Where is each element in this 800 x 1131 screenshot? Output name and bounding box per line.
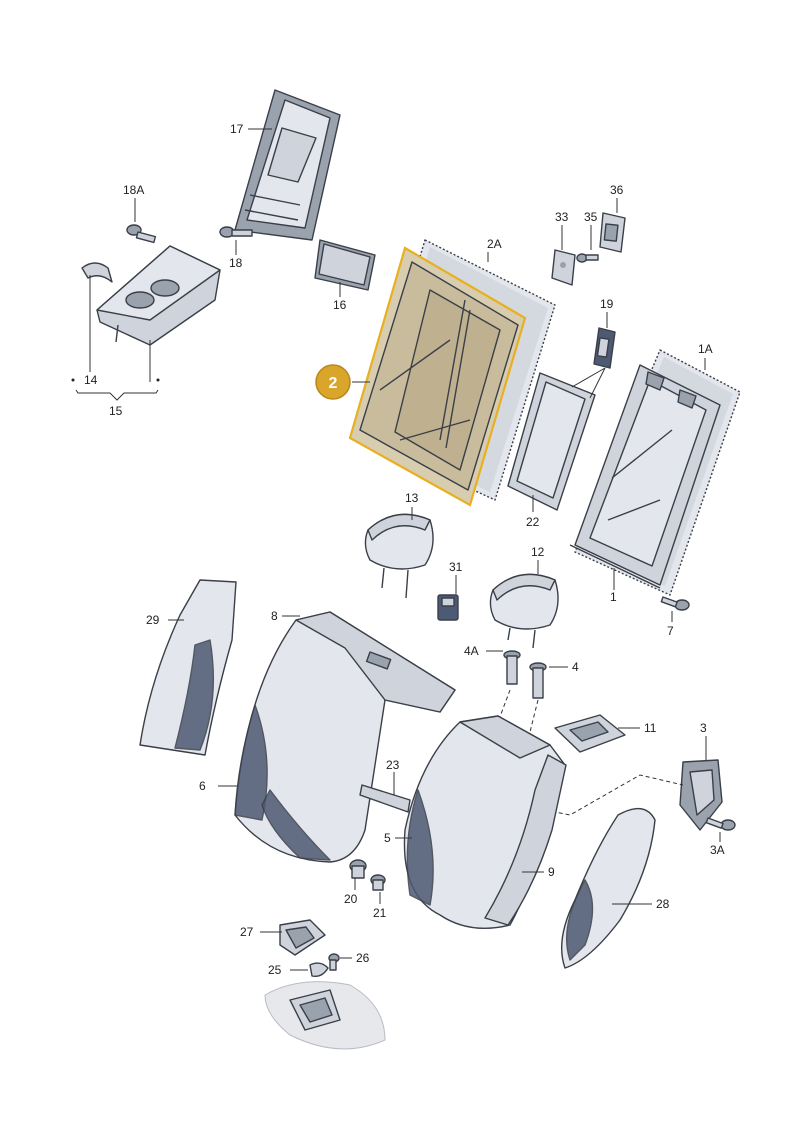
part-22-panel[interactable] bbox=[507, 372, 596, 511]
label-27[interactable]: 27 bbox=[240, 925, 254, 939]
label-1[interactable]: 1 bbox=[610, 590, 617, 604]
label-23[interactable]: 23 bbox=[386, 758, 400, 772]
label-19[interactable]: 19 bbox=[600, 297, 614, 311]
part-17-armrest-frame[interactable] bbox=[234, 89, 341, 241]
label-29[interactable]: 29 bbox=[146, 613, 160, 627]
part-2-backrest-frame-highlighted[interactable] bbox=[348, 246, 527, 507]
part-18-screw[interactable] bbox=[219, 226, 253, 238]
part-3-bracket[interactable] bbox=[679, 759, 723, 831]
part-18A-screw[interactable] bbox=[126, 224, 157, 244]
label-28[interactable]: 28 bbox=[656, 897, 670, 911]
part-16-trim-strip[interactable] bbox=[314, 239, 376, 291]
part-14-clip[interactable] bbox=[81, 262, 113, 283]
label-15[interactable]: 15 bbox=[109, 404, 123, 418]
part-27-latch[interactable] bbox=[279, 919, 326, 956]
label-4[interactable]: 4 bbox=[572, 660, 579, 674]
part-1-backrest-frame[interactable] bbox=[569, 364, 721, 589]
label-36[interactable]: 36 bbox=[610, 183, 624, 197]
label-9[interactable]: 9 bbox=[548, 865, 555, 879]
badge-2[interactable]: 2 bbox=[315, 364, 351, 400]
label-22[interactable]: 22 bbox=[526, 515, 540, 529]
label-1A[interactable]: 1A bbox=[698, 342, 713, 356]
label-3[interactable]: 3 bbox=[700, 721, 707, 735]
part-20-nut[interactable] bbox=[349, 859, 367, 879]
label-20[interactable]: 20 bbox=[344, 892, 358, 906]
label-21[interactable]: 21 bbox=[373, 906, 387, 920]
label-33[interactable]: 33 bbox=[555, 210, 569, 224]
label-13[interactable]: 13 bbox=[405, 491, 419, 505]
label-31[interactable]: 31 bbox=[449, 560, 463, 574]
part-15-cupholder-armrest[interactable] bbox=[96, 245, 221, 346]
leader-19-22a bbox=[571, 367, 606, 388]
label-17[interactable]: 17 bbox=[230, 122, 244, 136]
part-33-bracket[interactable] bbox=[551, 249, 576, 286]
label-3A[interactable]: 3A bbox=[710, 843, 725, 857]
part-36-latch-cover[interactable] bbox=[599, 212, 626, 253]
label-12[interactable]: 12 bbox=[531, 545, 545, 559]
badge-2-text: 2 bbox=[329, 375, 338, 392]
assembly-line-3 bbox=[544, 774, 684, 816]
part-11-trim[interactable] bbox=[554, 714, 626, 753]
part-19-release-button[interactable] bbox=[593, 327, 616, 369]
part-28-side-bolster[interactable] bbox=[560, 807, 656, 969]
label-7[interactable]: 7 bbox=[667, 624, 674, 638]
vehicle-floor-section bbox=[264, 981, 386, 1050]
label-11[interactable]: 11 bbox=[644, 721, 657, 735]
label-25[interactable]: 25 bbox=[268, 963, 282, 977]
label-8[interactable]: 8 bbox=[271, 609, 278, 623]
bracket-15 bbox=[75, 389, 159, 401]
label-6[interactable]: 6 bbox=[199, 779, 206, 793]
dot-14 bbox=[71, 378, 75, 382]
part-3A-screw[interactable] bbox=[705, 817, 736, 831]
label-4A[interactable]: 4A bbox=[464, 644, 479, 658]
part-21-bolt[interactable] bbox=[370, 874, 386, 891]
label-35[interactable]: 35 bbox=[584, 210, 598, 224]
part-29-side-bolster[interactable] bbox=[139, 579, 237, 756]
label-5[interactable]: 5 bbox=[384, 831, 391, 845]
part-13-headrest[interactable] bbox=[364, 513, 434, 599]
label-14[interactable]: 14 bbox=[84, 373, 98, 387]
label-26[interactable]: 26 bbox=[356, 951, 370, 965]
label-2A[interactable]: 2A bbox=[487, 237, 502, 251]
part-25-clip[interactable] bbox=[309, 962, 329, 978]
part-6-backrest-cushion[interactable] bbox=[234, 611, 456, 863]
part-35-screw[interactable] bbox=[576, 253, 599, 263]
part-4A-guide[interactable] bbox=[503, 650, 521, 685]
part-26-screw[interactable] bbox=[328, 953, 340, 971]
part-9-back-panel[interactable] bbox=[484, 754, 567, 926]
leader-19-22b bbox=[589, 367, 606, 399]
part-7-screw[interactable] bbox=[660, 596, 690, 611]
part-12-headrest[interactable] bbox=[489, 573, 559, 649]
label-16[interactable]: 16 bbox=[333, 298, 347, 312]
label-18A[interactable]: 18A bbox=[123, 183, 144, 197]
label-18[interactable]: 18 bbox=[229, 256, 243, 270]
part-31-guide[interactable] bbox=[437, 594, 459, 621]
dot-15 bbox=[156, 378, 160, 382]
part-4-guide[interactable] bbox=[529, 662, 547, 699]
